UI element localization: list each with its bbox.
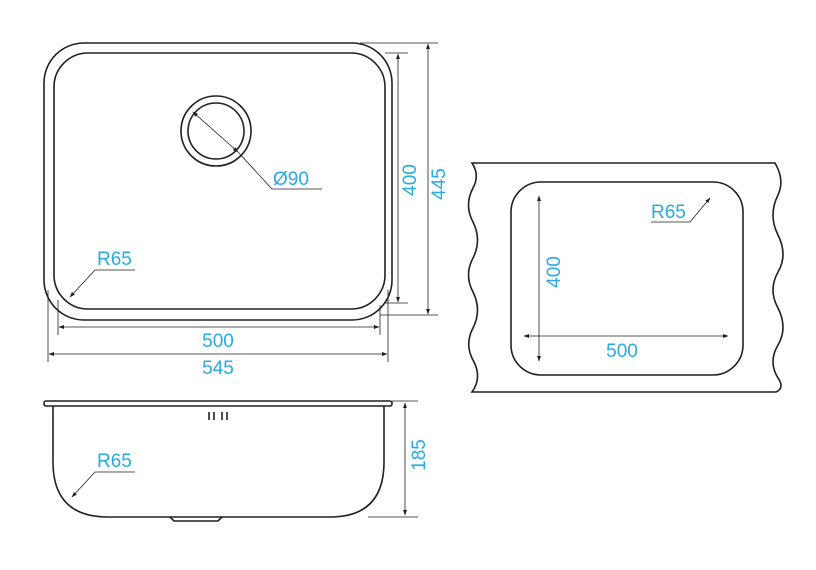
outer-width-label: 545 (202, 358, 234, 379)
drain-diameter-label: Ø90 (273, 169, 309, 190)
sink-inner-bowl (53, 52, 386, 310)
drain-inner-circle (187, 102, 245, 160)
side-radius-leader (71, 471, 135, 498)
drain-profile (169, 516, 223, 522)
side-radius-label: R65 (97, 451, 132, 472)
sink-outer-rim (43, 42, 393, 321)
cutout-radius-leader (651, 197, 711, 223)
sink-bowl-profile (52, 406, 385, 518)
countertop-section (467, 162, 784, 393)
overflow-slots-icon (208, 412, 228, 420)
top-view: Ø90 400 445 500 545 R65 (43, 42, 450, 379)
cutout-radius-label: R65 (651, 202, 686, 223)
corner-radius-label: R65 (97, 249, 132, 270)
side-view: 185 R65 (43, 400, 430, 522)
cutout-view: 400 500 R65 (467, 162, 784, 393)
corner-radius-leader (69, 269, 135, 298)
drain-leader (237, 151, 322, 190)
inner-width-label: 500 (202, 331, 234, 352)
sink-rim-profile (43, 400, 393, 407)
depth-label: 185 (409, 439, 430, 471)
cutout-width-label: 500 (606, 341, 638, 362)
cutout-outline (510, 181, 744, 376)
inner-height-label: 400 (400, 164, 421, 196)
drain-outer-circle (180, 95, 252, 167)
cutout-height-label: 400 (544, 256, 565, 288)
outer-height-label: 445 (429, 168, 450, 200)
drain-diameter-arrow (192, 111, 239, 153)
